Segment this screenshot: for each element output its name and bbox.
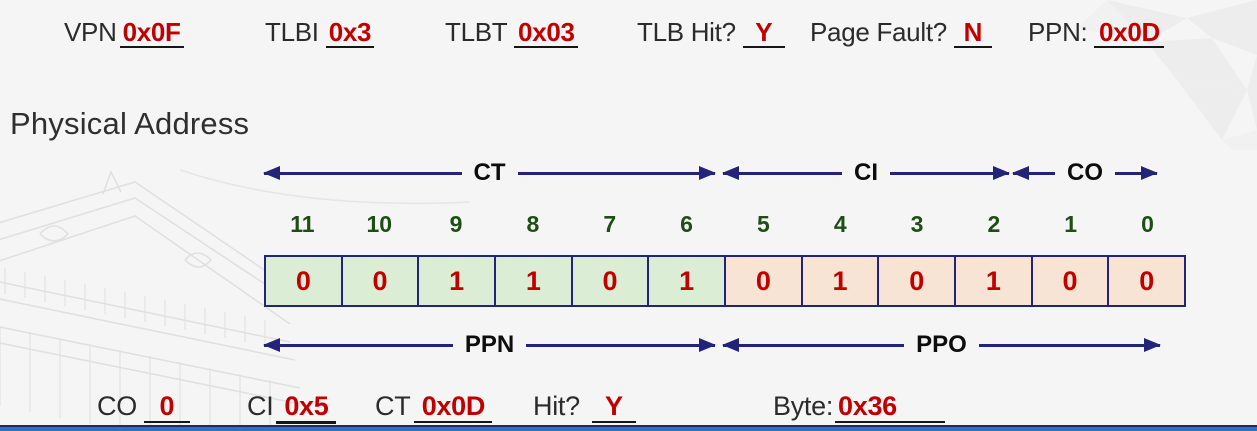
right-arrow-icon	[517, 166, 716, 180]
byte-result-label: Byte:	[773, 391, 834, 421]
bit-cell: 0	[726, 257, 803, 305]
tlbi-field: TLBI 0x3	[265, 17, 375, 49]
co-result-value: 0	[143, 391, 190, 424]
bit-number: 10	[366, 211, 393, 237]
bit-cell: 0	[1109, 257, 1185, 305]
tlb-hit-field: TLB Hit? Y	[637, 17, 785, 49]
page-field-arrows: PPN PPO	[263, 331, 1162, 358]
left-arrow-icon	[263, 338, 453, 352]
ct-result-field: CT 0x0D	[375, 391, 493, 424]
vpn-label: VPN	[64, 17, 117, 47]
bit-number-row: 11 10 9 8 7 6 5 4 3 2 1 0	[264, 211, 1186, 238]
ci-result-value: 0x5	[276, 391, 337, 425]
vpn-value: 0x0F	[119, 18, 184, 49]
bit-cell: 1	[496, 257, 573, 305]
hit-result-value: Y	[591, 391, 636, 424]
vpn-field: VPN 0x0F	[64, 17, 184, 49]
bit-number: 3	[910, 211, 924, 237]
slide-bottom-rule	[0, 425, 1257, 431]
ct-span-arrow: CT	[263, 159, 716, 186]
ppn-span-label: PPN	[464, 331, 515, 358]
left-arrow-icon	[263, 166, 462, 180]
right-arrow-icon	[526, 338, 716, 352]
bit-number: 2	[987, 211, 1001, 237]
co-span-arrow: CO	[1012, 159, 1158, 186]
left-arrow-icon	[721, 338, 905, 352]
bit-cell: 1	[649, 257, 727, 305]
page-title: Physical Address	[10, 106, 250, 141]
ppn-value: 0x0D	[1094, 18, 1165, 49]
left-arrow-icon	[1012, 166, 1055, 180]
right-arrow-icon	[890, 166, 1010, 180]
cache-field-arrows: CT CI CO	[263, 159, 1158, 186]
ci-span-arrow: CI	[722, 159, 1010, 186]
ci-result-field: CI 0x5	[247, 391, 337, 425]
bit-cell: 0	[572, 257, 650, 305]
ppn-field: PPN: 0x0D	[1028, 17, 1165, 49]
hit-result-field: Hit? Y	[533, 391, 636, 424]
bit-cell: 0	[342, 257, 420, 305]
tlbi-value: 0x3	[325, 18, 375, 49]
bit-number: 0	[1141, 211, 1154, 237]
ppn-label: PPN:	[1028, 17, 1088, 47]
bit-number: 5	[756, 211, 770, 237]
bit-number: 8	[526, 211, 540, 237]
ct-span-label: CT	[473, 159, 506, 186]
bit-cell: 1	[802, 257, 880, 305]
ppo-span-arrow: PPO	[721, 331, 1162, 358]
bit-cell: 0	[879, 257, 957, 305]
page-fault-label: Page Fault?	[810, 17, 947, 47]
byte-result-field: Byte: 0x36	[773, 391, 946, 424]
bit-number: 1	[1064, 211, 1078, 237]
bit-number: 7	[603, 211, 617, 237]
bit-number: 9	[449, 211, 463, 237]
page-fault-field: Page Fault? N	[810, 17, 992, 49]
co-result-field: CO 0	[97, 391, 190, 424]
page-fault-value: N	[953, 18, 992, 49]
bit-cell: 1	[956, 257, 1033, 305]
co-span-label: CO	[1067, 159, 1103, 186]
tlbt-label: TLBT	[445, 17, 508, 47]
bit-number: 6	[680, 211, 693, 237]
tlb-hit-label: TLB Hit?	[637, 17, 736, 47]
tlbi-label: TLBI	[265, 17, 319, 47]
tlbt-field: TLBT 0x03	[445, 17, 579, 49]
ct-result-label: CT	[375, 391, 411, 421]
bit-cell: 0	[266, 257, 343, 305]
ci-span-label: CI	[854, 159, 878, 186]
byte-result-value: 0x36	[835, 391, 946, 424]
physical-address-bit-cells: 0 0 1 1 0 1 0 1 0 1 0 0	[264, 255, 1186, 307]
ppo-span-label: PPO	[916, 331, 967, 358]
tlb-hit-value: Y	[742, 18, 785, 49]
co-result-label: CO	[97, 391, 137, 421]
bit-cell: 1	[419, 257, 497, 305]
right-arrow-icon	[1115, 166, 1158, 180]
left-arrow-icon	[722, 166, 842, 180]
tlbt-value: 0x03	[514, 18, 579, 49]
right-arrow-icon	[978, 338, 1162, 352]
ppn-span-arrow: PPN	[263, 331, 716, 358]
hit-result-label: Hit?	[533, 391, 580, 421]
bit-number: 11	[290, 211, 315, 237]
bit-number: 4	[833, 211, 847, 237]
ct-result-value: 0x0D	[414, 391, 493, 424]
bit-cell: 0	[1032, 257, 1110, 305]
ci-result-label: CI	[247, 391, 274, 421]
